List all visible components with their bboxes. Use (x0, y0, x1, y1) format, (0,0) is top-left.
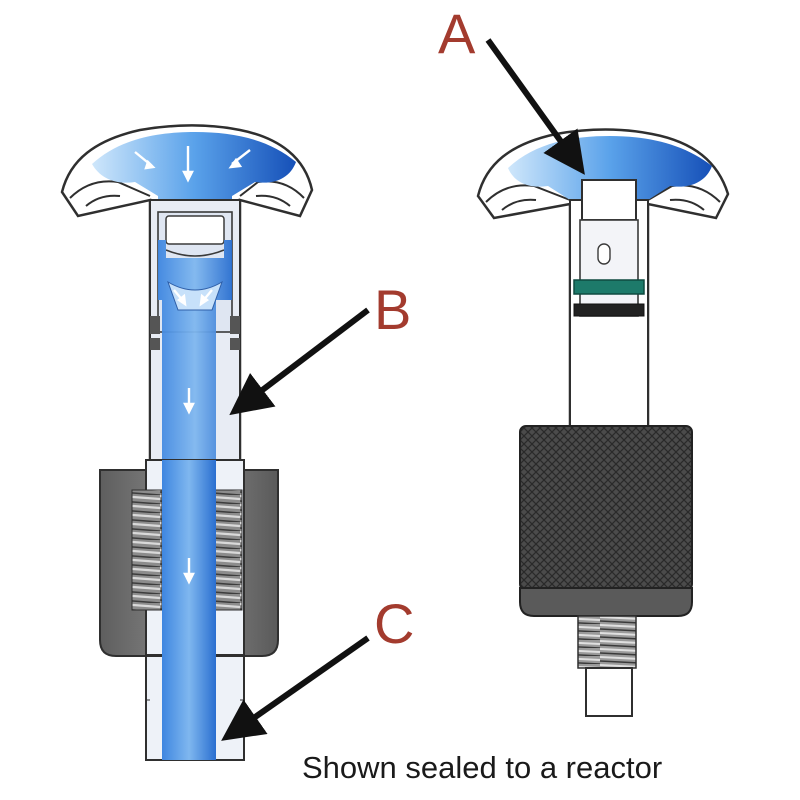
left-flow-arrows (134, 146, 251, 585)
right-knurled-cap (519, 425, 693, 591)
right-o-ring-dark (573, 303, 645, 317)
callout-label-b: B (374, 278, 412, 341)
right-plunger-body (579, 219, 639, 317)
arrow-a (485, 38, 585, 175)
right-unit (476, 128, 730, 717)
left-flange-ribs (69, 180, 305, 207)
right-threaded-shaft (577, 615, 637, 669)
left-bowl-fluid (92, 132, 296, 210)
arrow-c (221, 635, 370, 741)
left-thread-band-r (211, 489, 243, 611)
diagram-caption: Shown sealed to a reactor (302, 750, 663, 785)
right-tip (585, 667, 633, 717)
right-plunger-head (581, 179, 637, 221)
right-cap-base (519, 587, 693, 617)
left-unit (60, 124, 314, 761)
right-o-ring-green (573, 279, 645, 295)
right-flange-ribs (485, 184, 721, 211)
callout-label-c: C (374, 592, 415, 655)
arrow-b (229, 307, 370, 416)
callout-label-a: A (438, 2, 476, 65)
left-thread-band-l (131, 489, 163, 611)
callout-arrows (221, 38, 585, 741)
